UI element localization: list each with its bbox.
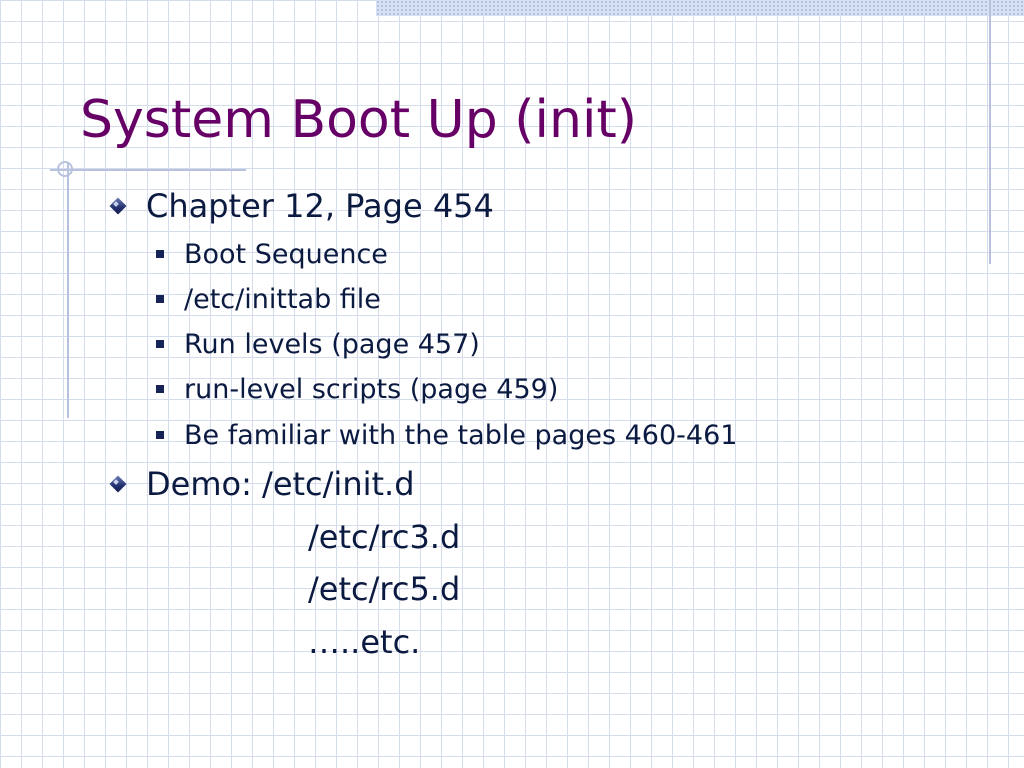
bullet-demo: Demo: /etc/init.d <box>104 462 415 506</box>
square-bullet-icon <box>156 431 164 439</box>
sub-bullet-text: run-level scripts (page 459) <box>184 373 559 405</box>
sub-bullet: /etc/inittab file <box>156 281 381 317</box>
circle-ornament-icon <box>57 161 73 177</box>
title-decor-line <box>50 169 246 171</box>
sub-bullet: run-level scripts (page 459) <box>156 371 558 407</box>
square-bullet-icon <box>156 385 164 393</box>
sub-bullet-text: /etc/inittab file <box>184 283 381 315</box>
sub-bullet-text: Boot Sequence <box>184 238 388 270</box>
square-bullet-icon <box>156 250 164 258</box>
square-bullet-icon <box>156 340 164 348</box>
bullet-chapter: Chapter 12, Page 454 <box>104 184 494 228</box>
sub-bullet: Be familiar with the table pages 460-461 <box>156 417 737 453</box>
diamond-icon <box>108 474 128 494</box>
left-decor-line <box>67 162 69 418</box>
sub-bullet-text: Be familiar with the table pages 460-461 <box>184 419 738 451</box>
sub-bullet: Run levels (page 457) <box>156 326 480 362</box>
slide-title: System Boot Up (init) <box>80 90 638 150</box>
sub-bullet-text: Run levels (page 457) <box>184 328 480 360</box>
bullet-text: Chapter 12, Page 454 <box>146 187 494 225</box>
bullet-text: Demo: /etc/init.d <box>146 465 415 503</box>
demo-path-line: …..etc. <box>308 623 421 661</box>
demo-path-line: /etc/rc5.d <box>308 570 461 608</box>
demo-path-line: /etc/rc3.d <box>308 518 461 556</box>
square-bullet-icon <box>156 295 164 303</box>
right-decor-line <box>989 0 991 264</box>
diamond-icon <box>108 196 128 216</box>
sub-bullet: Boot Sequence <box>156 236 388 272</box>
top-decor-bar <box>376 0 1024 16</box>
